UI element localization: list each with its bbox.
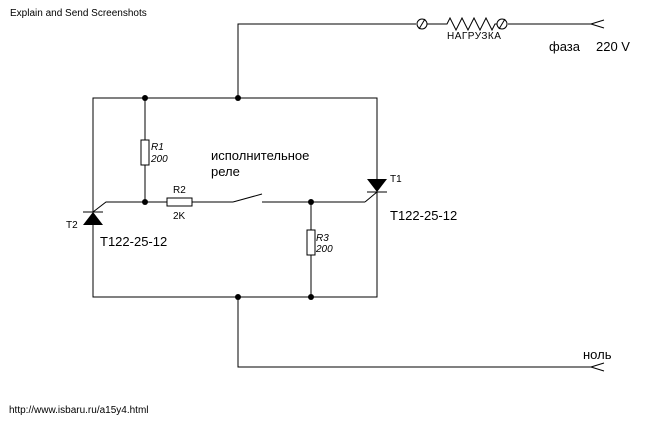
r2-resistor: [166, 197, 193, 207]
r2-name: R2: [173, 185, 186, 196]
load-resistor: [427, 16, 497, 32]
neutral-wire: [237, 297, 591, 368]
t2-model: T122-25-12: [100, 234, 168, 249]
r3-name: R3: [316, 233, 329, 244]
t1-thyristor: [367, 179, 387, 192]
circuit-frame: [92, 97, 378, 298]
r1-name: R1: [151, 142, 164, 153]
junction-dot: [142, 95, 148, 101]
voltage-label: 220 V: [596, 39, 630, 54]
r2-value: 2K: [173, 211, 186, 222]
junction-dot: [308, 294, 314, 300]
phase-label: фаза: [549, 39, 580, 54]
load-label: НАГРУЗКА: [447, 31, 502, 42]
t1-name: T1: [390, 174, 402, 185]
t2-gate-wire: [92, 201, 167, 213]
neutral-label: ноль: [583, 347, 612, 362]
t1-model: T122-25-12: [390, 208, 458, 223]
junction-dot: [235, 294, 241, 300]
relay-label-line1: исполнительное: [211, 148, 310, 163]
r3-resistor: [306, 229, 316, 256]
t2-thyristor: [83, 212, 103, 225]
junction-dot: [142, 199, 148, 205]
phase-wire: [237, 23, 416, 98]
junction-dot: [235, 95, 241, 101]
r1-resistor: [140, 139, 150, 166]
junction-dot: [308, 199, 314, 205]
t1-gate-wire: [364, 191, 378, 203]
r3-value: 200: [316, 244, 333, 255]
r1-value: 200: [151, 154, 168, 165]
t2-name: T2: [66, 220, 78, 231]
relay-label-line2: реле: [211, 164, 240, 179]
phase-terminal: [590, 19, 605, 29]
neutral-terminal: [590, 362, 605, 372]
source-url[interactable]: http://www.isbaru.ru/a15y4.html: [9, 405, 149, 416]
relay-contact: [232, 193, 263, 203]
header-caption: Explain and Send Screenshots: [10, 8, 147, 19]
